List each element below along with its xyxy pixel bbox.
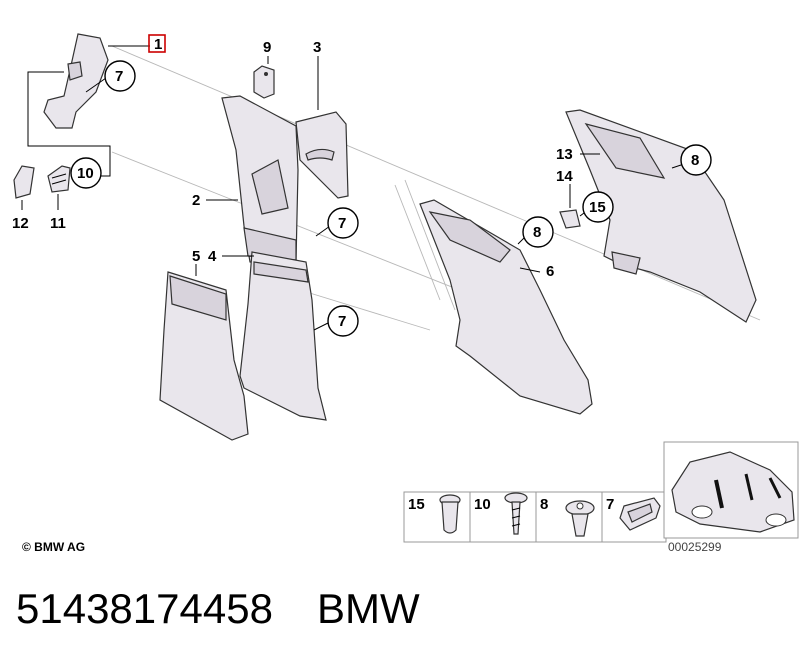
callout-8a: 8 xyxy=(533,224,541,241)
callout-7-circle-b xyxy=(327,207,359,239)
fastener-table-col-10: 10 xyxy=(474,496,491,513)
callout-8-circle-b xyxy=(680,144,712,176)
callout-8b: 8 xyxy=(691,152,699,169)
fastener-table-col-7: 7 xyxy=(606,496,614,513)
brand-name: BMW xyxy=(316,585,420,632)
callout-12: 12 xyxy=(12,215,29,232)
callout-11: 11 xyxy=(50,215,66,232)
callout-5: 5 xyxy=(192,248,200,265)
footer-caption: 51438174458 BMW xyxy=(16,585,464,633)
callout-7a: 7 xyxy=(115,68,123,85)
copyright-text: © BMW AG xyxy=(22,540,86,554)
part-c-pillar-lower xyxy=(159,271,249,441)
callout-labels: 1 7 10 12 11 9 3 2 7 5 4 7 8 6 13 14 15 … xyxy=(12,36,712,337)
callout-2: 2 xyxy=(192,192,200,209)
callout-10-circle xyxy=(70,157,102,189)
callout-13: 13 xyxy=(556,146,573,163)
callout-7-circle-c xyxy=(327,305,359,337)
part-number: 51438174458 xyxy=(16,585,273,632)
fastener-table-col-15: 15 xyxy=(408,496,425,513)
callout-8-circle-a xyxy=(522,216,554,248)
fastener-10-drawing xyxy=(504,492,528,535)
part-bracket xyxy=(253,65,275,99)
fastener-8-drawing xyxy=(565,500,595,537)
fastener-table-col-8: 8 xyxy=(540,496,548,513)
part-rear-large-trim xyxy=(565,109,757,323)
callout-14: 14 xyxy=(556,168,573,185)
part-handle-cover xyxy=(295,111,349,199)
callout-7c: 7 xyxy=(338,313,346,330)
part-b-pillar-upper xyxy=(221,95,299,269)
fastener-table: 15 10 8 7 xyxy=(403,491,667,543)
callout-6: 6 xyxy=(546,263,554,280)
callout-1: 1 xyxy=(154,36,162,53)
callout-15: 15 xyxy=(589,199,606,216)
callout-7b: 7 xyxy=(338,215,346,232)
image-number: 00025299 xyxy=(668,540,722,554)
callout-9: 9 xyxy=(263,39,271,56)
part-rear-side-trim xyxy=(419,199,593,415)
callout-4: 4 xyxy=(208,248,217,265)
item-1-highlight-box xyxy=(148,34,166,53)
part-b-pillar-lower xyxy=(239,251,327,421)
part-small-clip xyxy=(559,209,581,229)
part-small-cover xyxy=(13,165,35,199)
part-clip xyxy=(47,165,71,193)
callout-7-circle-a xyxy=(104,60,136,92)
callout-10: 10 xyxy=(77,165,94,182)
fastener-15-drawing xyxy=(439,494,461,534)
fastener-7-drawing xyxy=(619,497,661,531)
part-a-pillar-trim xyxy=(43,33,109,129)
callout-3: 3 xyxy=(313,39,321,56)
callout-15-circle xyxy=(582,191,614,223)
car-location-thumbnail xyxy=(663,441,799,539)
